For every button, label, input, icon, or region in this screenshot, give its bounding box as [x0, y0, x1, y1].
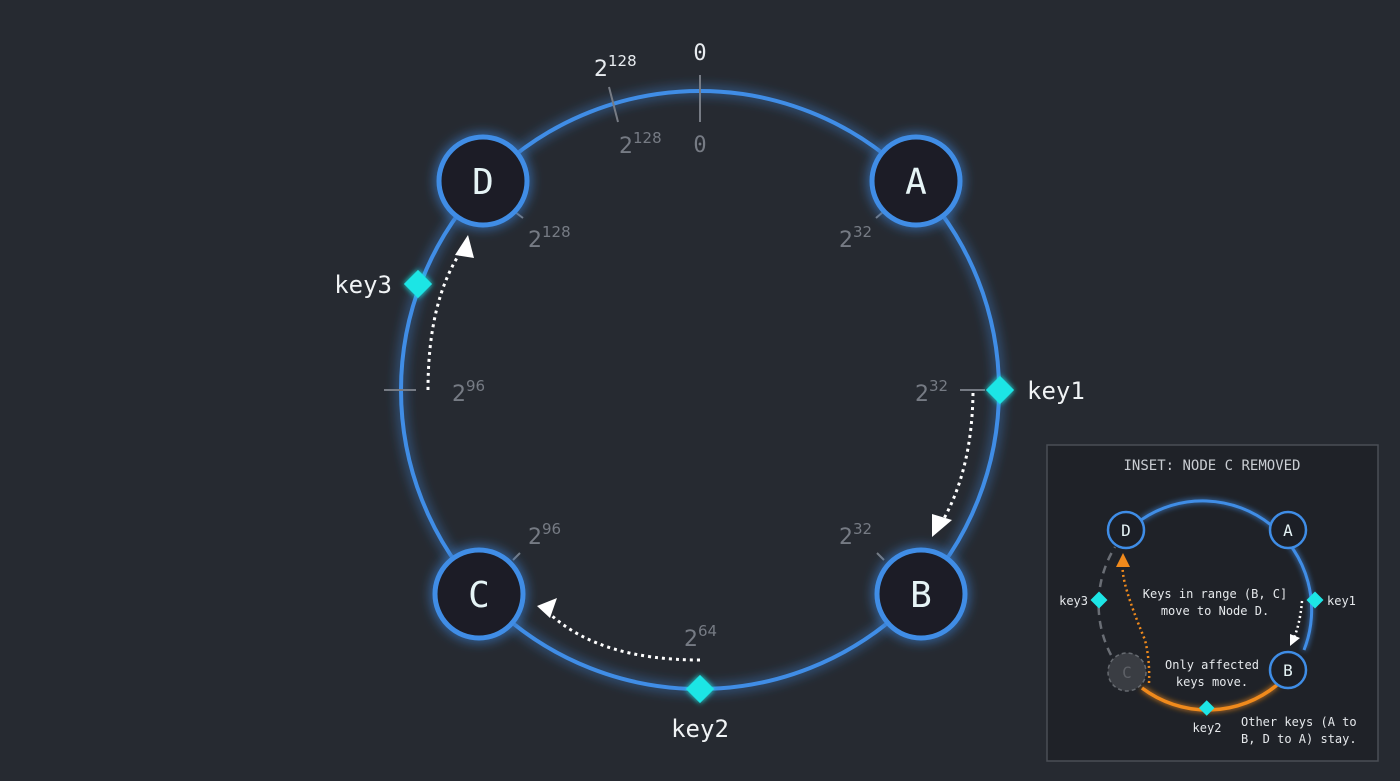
svg-text:key3: key3	[334, 271, 392, 299]
inset-note-range: Keys in range (B, C]move to Node D.	[1143, 587, 1288, 618]
arrow-key1-to-b	[940, 392, 975, 523]
tick-label-zero-top: 0	[693, 41, 706, 66]
inset-key2: key2	[1193, 721, 1222, 735]
svg-text:D: D	[1121, 521, 1131, 540]
svg-text:B: B	[1283, 661, 1293, 680]
node-a[interactable]: A	[869, 134, 963, 228]
inset-node-d: D	[1106, 510, 1146, 550]
key-diamond-icon	[685, 674, 715, 704]
migration-arrows	[426, 249, 975, 662]
svg-text:A: A	[905, 162, 927, 203]
key3[interactable]: key3	[334, 269, 433, 299]
node-d[interactable]: D	[436, 134, 530, 228]
svg-text:key2: key2	[671, 715, 729, 743]
svg-text:key1: key1	[1027, 377, 1085, 405]
svg-text:B: B	[910, 575, 932, 616]
svg-text:D: D	[472, 162, 494, 203]
tick-label-2-128-d: 2128	[528, 223, 571, 253]
node-b[interactable]: B	[874, 547, 968, 641]
inset-arrowhead-d-icon	[1116, 553, 1130, 567]
node-c[interactable]: C	[432, 547, 526, 641]
tick-label-zero-inner: 0	[693, 133, 706, 158]
inset-key1: key1	[1327, 594, 1356, 608]
tick-label-2-96-left: 296	[452, 377, 485, 407]
tick-label-2-32-a: 232	[839, 223, 872, 253]
inset-node-a: A	[1268, 510, 1308, 550]
svg-text:C: C	[1122, 663, 1132, 682]
tick-label-2-64: 264	[684, 622, 717, 652]
arrow-key3-to-d	[426, 249, 464, 391]
inset-node-c-removed: C	[1107, 652, 1147, 692]
key-diamond-icon	[985, 375, 1015, 405]
inset-key3: key3	[1059, 594, 1088, 608]
inset-title: INSET: NODE C REMOVED	[1123, 458, 1300, 474]
inset-node-b: B	[1268, 650, 1308, 690]
tick-label-2-32-b: 232	[839, 520, 872, 550]
inset-arrowhead-b-icon	[1290, 634, 1300, 646]
tick-label-2-128-inner: 2128	[619, 129, 662, 159]
arrowhead-c-icon	[537, 598, 557, 618]
key2[interactable]: key2	[671, 674, 729, 743]
tick-label-2-96-c: 296	[528, 520, 561, 550]
svg-text:C: C	[468, 575, 490, 616]
arrowhead-d-icon	[455, 235, 474, 258]
tick-label-2-128-top: 2128	[594, 52, 637, 82]
tick-label-2-32-key1: 232	[915, 377, 948, 407]
key-diamond-icon	[403, 269, 433, 299]
svg-text:A: A	[1283, 521, 1293, 540]
key1[interactable]: key1	[985, 375, 1085, 405]
inset-panel: INSET: NODE C REMOVED D A B C key3 key1 …	[1046, 444, 1379, 762]
arrowhead-b-icon	[932, 514, 952, 537]
arrow-key2-to-c	[548, 612, 701, 662]
